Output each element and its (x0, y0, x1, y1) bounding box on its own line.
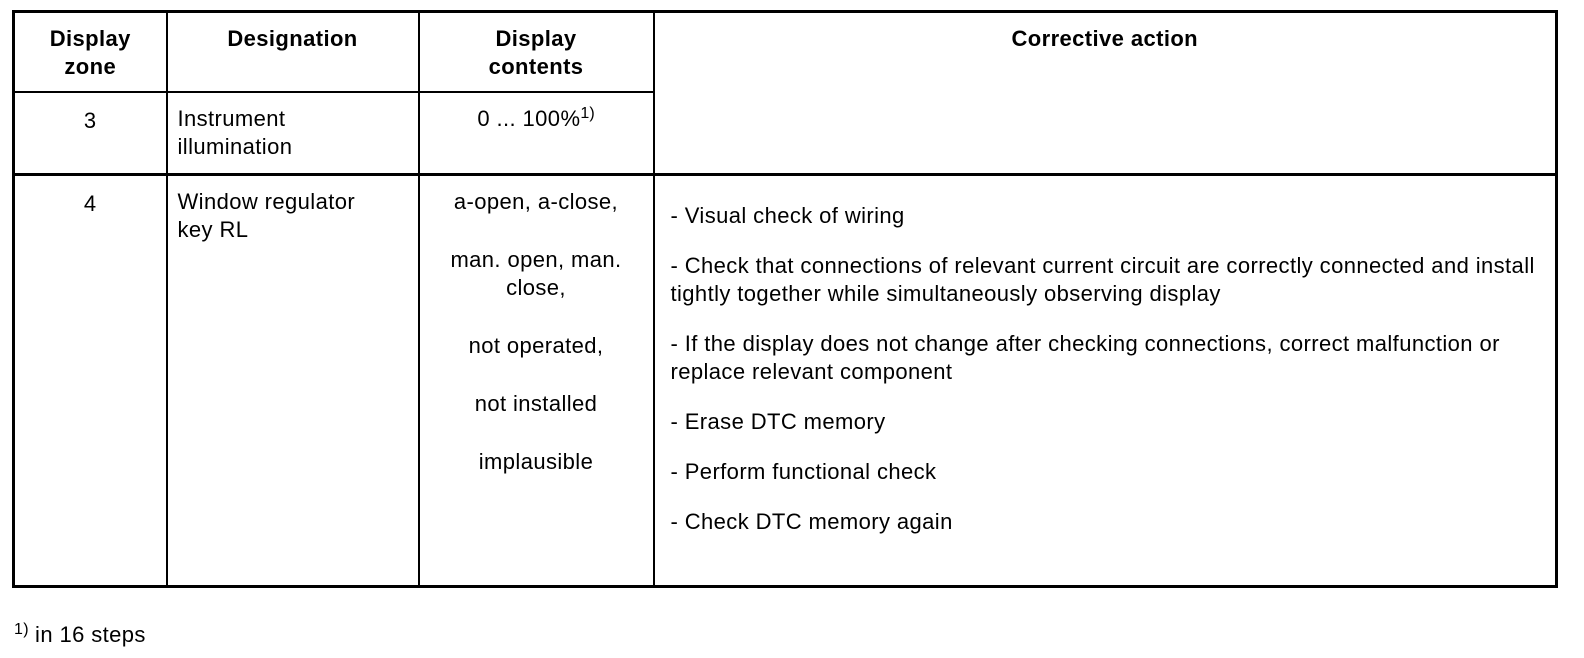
display-contents-line: a-open, a-close, (453, 188, 619, 214)
table-row-zone-3: 3 Instrument illumination 0 ... 100%1) (12, 91, 1557, 175)
footnote-marker: 1) (14, 620, 30, 638)
column-header-corrective-action: Corrective action (652, 10, 1558, 175)
column-header-display-zone: Display zone (12, 10, 168, 93)
cell-display-zone-4: 4 (12, 172, 168, 587)
corrective-action-item: - Visual check of wiring (670, 202, 905, 228)
diagnostic-fault-table: Display zone Designation Display content… (12, 10, 1558, 588)
display-contents-line: implausible (478, 448, 594, 474)
column-header-designation: Designation (165, 10, 420, 93)
corrective-action-item: - Check DTC memory again (670, 508, 953, 534)
cell-display-contents-zone-4: a-open, a-close, man. open, man. close, … (417, 172, 655, 587)
footnote-reference: 1) (580, 105, 595, 122)
cell-designation-window-regulator-key: Window regulator key RL (165, 172, 420, 587)
display-contents-value: 0 ... 100% (477, 106, 581, 131)
corrective-action-item: - Erase DTC memory (670, 408, 886, 434)
display-contents-line: not installed (474, 390, 598, 416)
footnote-text: in 16 steps (35, 621, 146, 647)
display-contents-line: not operated, (468, 332, 604, 358)
display-contents-line: man. open, man. close, (450, 246, 622, 300)
table-header-row: Display zone Designation Display content… (12, 10, 1558, 175)
table-row-zone-4: 4 Window regulator key RL a-open, a-clos… (12, 172, 1558, 587)
cell-display-contents-zone-3: 0 ... 100%1) (417, 91, 655, 175)
corrective-action-item: - If the display does not change after c… (670, 330, 1500, 384)
column-header-display-contents: Display contents (417, 10, 655, 93)
corrective-action-item: - Check that connections of relevant cur… (670, 252, 1535, 306)
cell-corrective-action-zone-4: - Visual check of wiring - Check that co… (652, 172, 1558, 587)
cell-display-zone-3: 3 (12, 91, 168, 175)
corrective-action-item: - Perform functional check (670, 458, 937, 484)
footnote: 1) in 16 steps (14, 620, 1584, 648)
cell-designation-instrument-illumination: Instrument illumination (165, 91, 420, 175)
